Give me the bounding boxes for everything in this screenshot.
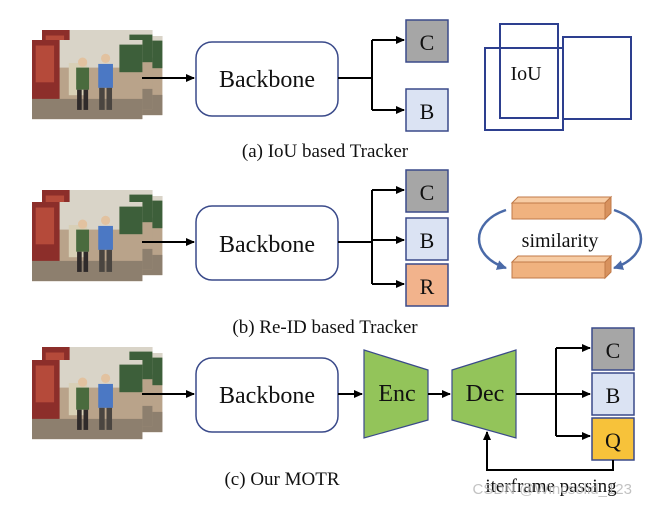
section-b-reid-tracker: Backbone C B R similarity (b) Re-ID base… bbox=[32, 169, 643, 338]
backbone-label-b: Backbone bbox=[219, 232, 315, 258]
backbone-label-c: Backbone bbox=[219, 383, 315, 409]
similarity-label: similarity bbox=[522, 230, 599, 252]
reid-label-b: R bbox=[420, 274, 435, 299]
iou-box-2 bbox=[499, 23, 559, 119]
decoder-label: Dec bbox=[466, 381, 505, 407]
branch-b bbox=[338, 190, 373, 284]
bbox-box-b bbox=[405, 217, 449, 261]
csdn-watermark: CSDN @Wincsolid_123 bbox=[473, 481, 632, 498]
reid-box-b bbox=[405, 263, 449, 307]
input-frames-b bbox=[32, 190, 163, 282]
branch-a bbox=[338, 40, 373, 110]
caption-b: (b) Re-ID based Tracker bbox=[232, 317, 418, 338]
query-label-c: Q bbox=[605, 428, 621, 453]
encoder-label: Enc bbox=[378, 381, 415, 407]
bbox-box-c bbox=[591, 372, 635, 416]
class-box-b bbox=[405, 169, 449, 213]
iterframe-feedback-arrow bbox=[483, 431, 614, 471]
input-frames-a bbox=[32, 30, 163, 120]
bbox-box-a bbox=[405, 88, 449, 132]
branch-c bbox=[516, 348, 557, 436]
similarity-arrow-right bbox=[613, 208, 643, 270]
class-label-a: C bbox=[420, 30, 435, 55]
caption-c: (c) Our MOTR bbox=[224, 469, 339, 490]
section-c-motr: Backbone Enc Dec C B Q iterframe passing… bbox=[32, 327, 635, 497]
decoder-shape bbox=[451, 349, 517, 439]
feature-slab-bottom bbox=[510, 254, 613, 280]
iou-label: IoU bbox=[510, 63, 542, 85]
bbox-label-a: B bbox=[420, 99, 435, 124]
class-label-b: C bbox=[420, 180, 435, 205]
iou-box-3 bbox=[562, 36, 632, 120]
bbox-label-b: B bbox=[420, 228, 435, 253]
feature-slab-top bbox=[510, 195, 613, 221]
encoder-shape bbox=[363, 349, 429, 439]
query-box-c bbox=[591, 417, 635, 461]
feedback-label: iterframe passing bbox=[485, 476, 617, 497]
bbox-label-c: B bbox=[606, 383, 621, 408]
backbone-label-a: Backbone bbox=[219, 67, 315, 93]
class-label-c: C bbox=[606, 338, 621, 363]
class-box-c bbox=[591, 327, 635, 371]
section-a-iou-tracker: Backbone C B IoU (a) IoU based Tracker bbox=[32, 19, 632, 162]
class-box-a bbox=[405, 19, 449, 63]
similarity-arrow-left bbox=[477, 208, 507, 270]
caption-a: (a) IoU based Tracker bbox=[242, 141, 409, 162]
